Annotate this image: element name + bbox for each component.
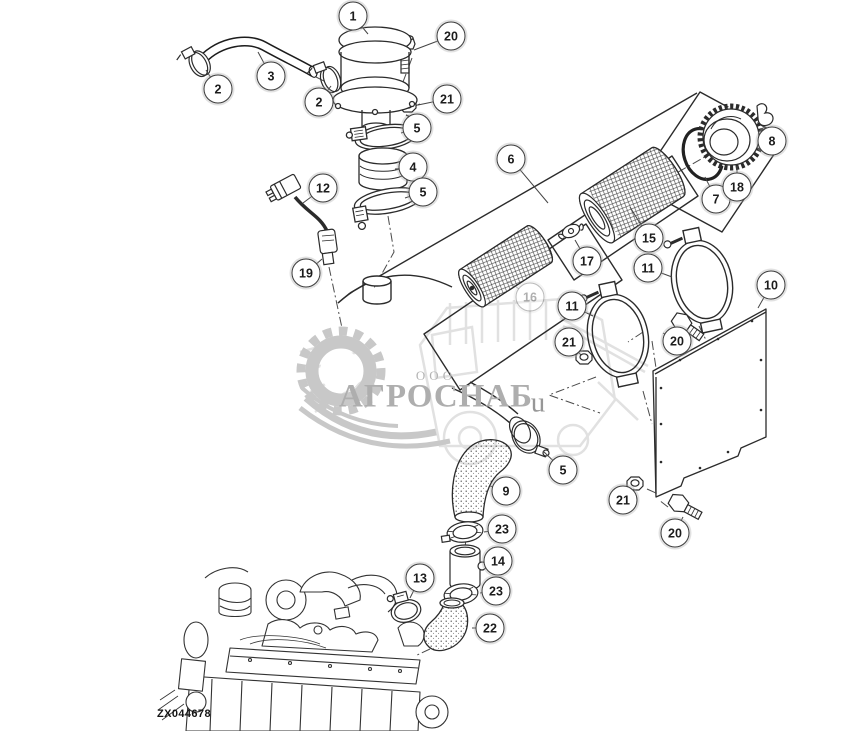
callout-11[interactable]: 11 xyxy=(633,253,663,283)
mounting-panel xyxy=(652,308,767,498)
callout-19[interactable]: 19 xyxy=(291,258,321,288)
connector-tube xyxy=(449,544,487,591)
filter-element-outer xyxy=(578,146,686,244)
callout-15[interactable]: 15 xyxy=(634,223,664,253)
callout-2[interactable]: 2 xyxy=(304,87,334,117)
callout-20[interactable]: 20 xyxy=(436,21,466,51)
engine-clamp xyxy=(386,590,422,623)
callout-23[interactable]: 23 xyxy=(481,576,511,606)
mounting-clamp-right xyxy=(663,226,734,334)
callout-13[interactable]: 13 xyxy=(405,563,435,593)
sensor-wire xyxy=(265,173,338,266)
clamp-lower xyxy=(351,187,423,231)
callout-3[interactable]: 3 xyxy=(256,61,286,91)
callout-16[interactable]: 16 xyxy=(515,282,545,312)
filter-element-inner xyxy=(458,225,554,308)
callout-5[interactable]: 5 xyxy=(408,177,438,207)
rubber-elbow xyxy=(423,597,469,652)
callout-8[interactable]: 8 xyxy=(757,126,787,156)
callout-10[interactable]: 10 xyxy=(756,270,786,300)
callout-12[interactable]: 12 xyxy=(308,173,338,203)
callout-22[interactable]: 22 xyxy=(475,613,505,643)
callout-21[interactable]: 21 xyxy=(608,485,638,515)
watermark-company-name: АГРОСНАБ xyxy=(338,378,534,415)
elbow-hose xyxy=(451,439,512,523)
callout-18[interactable]: 18 xyxy=(722,172,752,202)
watermark-suffix: u xyxy=(530,386,546,419)
callout-23[interactable]: 23 xyxy=(487,514,517,544)
callout-20[interactable]: 20 xyxy=(662,326,692,356)
callout-5[interactable]: 5 xyxy=(402,113,432,143)
ring-upper xyxy=(440,521,484,543)
bolt-bottom xyxy=(667,493,703,521)
callout-1[interactable]: 1 xyxy=(338,1,368,31)
callout-2[interactable]: 2 xyxy=(203,74,233,104)
callout-5[interactable]: 5 xyxy=(548,455,578,485)
callout-11[interactable]: 11 xyxy=(557,291,587,321)
watermark-org-form: ООО xyxy=(415,368,457,383)
hose-clamp-left xyxy=(176,45,211,78)
callout-7[interactable]: 7 xyxy=(701,184,731,214)
callout-9[interactable]: 9 xyxy=(491,476,521,506)
callout-21[interactable]: 21 xyxy=(432,84,462,114)
callout-20[interactable]: 20 xyxy=(660,518,690,548)
retaining-clip xyxy=(756,103,774,127)
callout-21[interactable]: 21 xyxy=(554,327,584,357)
outlet-clamp xyxy=(508,416,550,458)
engine-block xyxy=(157,567,449,731)
callout-14[interactable]: 14 xyxy=(483,546,513,576)
callout-17[interactable]: 17 xyxy=(572,246,602,276)
watermark-graphic xyxy=(296,297,649,466)
hose-clamp-right xyxy=(307,61,342,94)
drawing-number: ZX044678 xyxy=(157,708,211,720)
wing-nut xyxy=(558,223,584,240)
callout-6[interactable]: 6 xyxy=(496,144,526,174)
mounting-clamp-left xyxy=(579,280,650,388)
